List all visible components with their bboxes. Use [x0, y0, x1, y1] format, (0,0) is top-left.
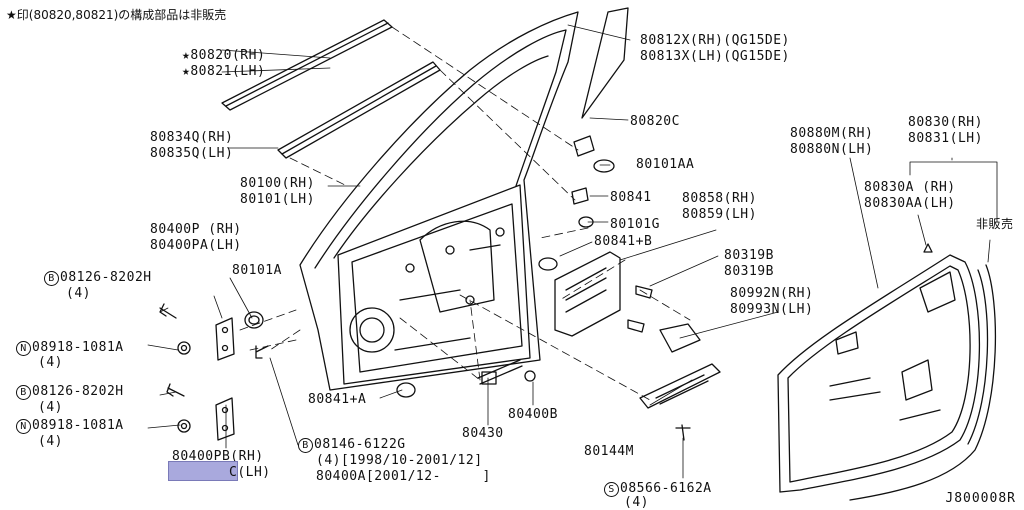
label-80820-rh: ★80820(RH)	[182, 48, 266, 63]
label-80835q-lh: 80835Q(LH)	[150, 146, 234, 161]
striker-strip-80144m	[639, 363, 721, 441]
marker-n-icon: N	[16, 419, 31, 434]
label-80400b: 80400B	[508, 407, 558, 422]
lower-hinge-80400pb	[215, 397, 235, 441]
door-check-80430	[477, 359, 536, 385]
label-80993n-lh: 80993N(LH)	[730, 302, 814, 317]
label-80100-rh: 80100(RH)	[240, 176, 315, 191]
label-80841a: 80841+A	[308, 392, 367, 407]
label-80841b: 80841+B	[594, 234, 653, 249]
label-08126-qty-upper: (4)	[66, 286, 91, 301]
label-80101-lh: 80101(LH)	[240, 192, 315, 207]
label-80859-lh: 80859(LH)	[682, 207, 757, 222]
projection-lines	[239, 26, 691, 401]
label-80101aa: 80101AA	[636, 157, 695, 172]
marker-n-icon: N	[16, 341, 31, 356]
label-08566-qty: (4)	[624, 495, 649, 510]
label-80821-lh: ★80821(LH)	[182, 64, 266, 79]
bracket-80992n	[659, 323, 701, 353]
label-80841: 80841	[610, 190, 652, 205]
label-80820c: 80820C	[630, 114, 680, 129]
label-80880n-lh: 80880N(LH)	[790, 142, 874, 157]
door-trim-panel-80880m	[777, 254, 981, 493]
label-08918-qty-lower: (4)	[38, 434, 63, 449]
upper-hinge-80400p	[215, 317, 235, 361]
label-80144m: 80144M	[584, 444, 634, 459]
door-shell-80100	[299, 11, 579, 391]
marker-s-icon: S	[604, 482, 619, 497]
label-not-for-sale: 非販売	[976, 217, 1014, 231]
highlight-box[interactable]	[168, 461, 238, 481]
label-80400a: 80400A[2001/12- ]	[316, 469, 491, 484]
small-parts	[396, 135, 615, 398]
label-80400pc-lh: C(LH)	[229, 465, 271, 480]
clips-80319b	[627, 285, 653, 333]
label-80319b-2: 80319B	[724, 264, 774, 279]
marker-b-icon: B	[298, 438, 313, 453]
label-80430: 80430	[462, 426, 504, 441]
label-80992n-rh: 80992N(RH)	[730, 286, 814, 301]
label-80400p-rh: 80400P (RH)	[150, 222, 242, 237]
label-80319b-1: 80319B	[724, 248, 774, 263]
fasteners	[159, 303, 269, 433]
leader-lines	[147, 24, 998, 479]
weatherstrip-80834q	[277, 61, 441, 159]
label-80858-rh: 80858(RH)	[682, 191, 757, 206]
diagram-reference: J800008R	[945, 491, 1016, 506]
label-80830aa-lh: 80830AA(LH)	[864, 196, 956, 211]
label-80812x-rh: 80812X(RH)(QG15DE)	[640, 33, 790, 48]
label-80830a-rh: 80830A (RH)	[864, 180, 956, 195]
label-08918-qty-upper: (4)	[38, 355, 63, 370]
label-80400pb-rh: 80400PB(RH)	[172, 449, 264, 464]
label-80101a: 80101A	[232, 263, 282, 278]
label-80400pa-lh: 80400PA(LH)	[150, 238, 242, 253]
header-note: ★印(80820,80821)の構成部品は非販売	[6, 8, 227, 22]
label-80831-lh: 80831(LH)	[908, 131, 983, 146]
window-module-80858	[554, 251, 621, 337]
label-08126-qty-lower: (4)	[38, 400, 63, 415]
label-08146-qty: (4)[1998/10-2001/12]	[316, 453, 483, 468]
label-80834q-rh: 80834Q(RH)	[150, 130, 234, 145]
label-80813x-lh: 80813X(LH)(QG15DE)	[640, 49, 790, 64]
sash-trim-80812x	[581, 7, 629, 119]
door-seal-80830	[849, 243, 997, 501]
label-80830-rh: 80830(RH)	[908, 115, 983, 130]
marker-b-icon: B	[44, 271, 59, 286]
label-80880m-rh: 80880M(RH)	[790, 126, 874, 141]
label-80101g: 80101G	[610, 217, 660, 232]
marker-b-icon: B	[16, 385, 31, 400]
